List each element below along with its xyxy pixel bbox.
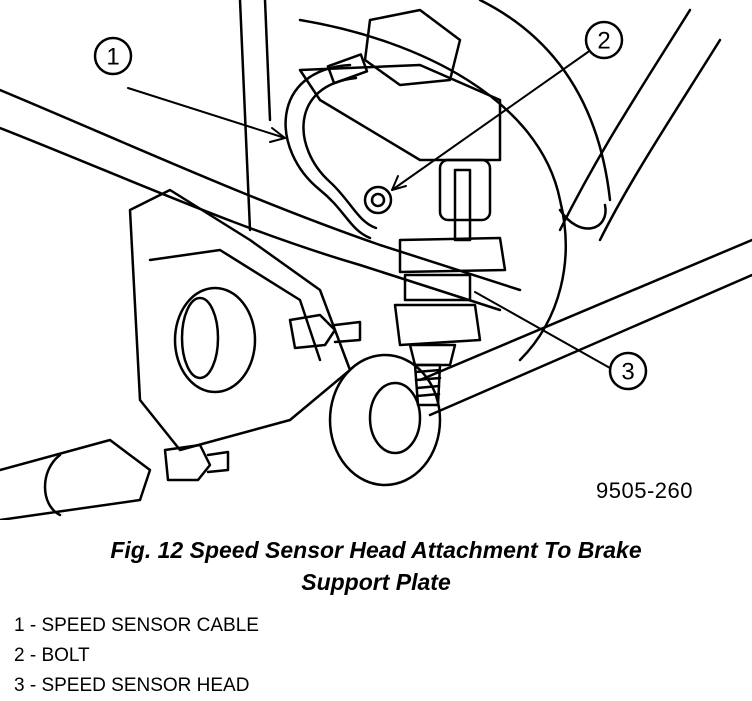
- speed-sensor-illustration: 1 2 3: [0, 0, 752, 520]
- figure-caption: Fig. 12 Speed Sensor Head Attachment To …: [0, 534, 752, 598]
- bracket-bolt-lower: [163, 443, 212, 482]
- legend-item: 2 - BOLT: [14, 645, 90, 666]
- callout-2-circle: [584, 20, 624, 60]
- callout-1-leader: [127, 87, 286, 139]
- callout-1-circle: [93, 36, 133, 76]
- lower-rod: [418, 238, 752, 382]
- sensor-cable: [284, 63, 372, 240]
- callout-3-leader: [474, 291, 611, 369]
- backing-plate-edge: [238, 0, 252, 232]
- callout-1-number: 1: [106, 44, 119, 71]
- callout-3-number: 3: [621, 359, 634, 386]
- upper-strut: [0, 88, 522, 292]
- figure-id-code: 9505-260: [596, 478, 693, 503]
- legend: 1 - SPEED SENSOR CABLE 2 - BOLT 3 - SPEE…: [14, 611, 259, 701]
- legend-item: 1 - SPEED SENSOR CABLE: [14, 615, 259, 636]
- caption-line-1: Fig. 12 Speed Sensor Head Attachment To …: [110, 537, 642, 563]
- brake-line-tube: [558, 8, 692, 232]
- rod-bushing: [328, 353, 442, 487]
- bolt: [363, 185, 393, 215]
- caption-line-2: Support Plate: [301, 569, 451, 595]
- mount-bracket: [128, 188, 352, 452]
- bracket-bolt-upper: [288, 313, 337, 350]
- callout-2-number: 2: [597, 28, 610, 55]
- bushing-left: [173, 286, 257, 394]
- callout-3-circle: [608, 351, 648, 391]
- callout-2-leader: [391, 51, 589, 191]
- legend-item: 3 - SPEED SENSOR HEAD: [14, 675, 250, 696]
